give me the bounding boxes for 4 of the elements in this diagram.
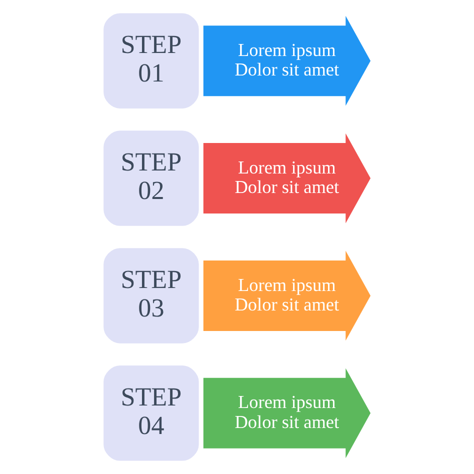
- node-box: STEP 03: [104, 248, 199, 344]
- node-box: STEP 02: [104, 130, 199, 226]
- node-box: STEP 01: [104, 13, 199, 108]
- node-box: STEP 04: [104, 366, 199, 461]
